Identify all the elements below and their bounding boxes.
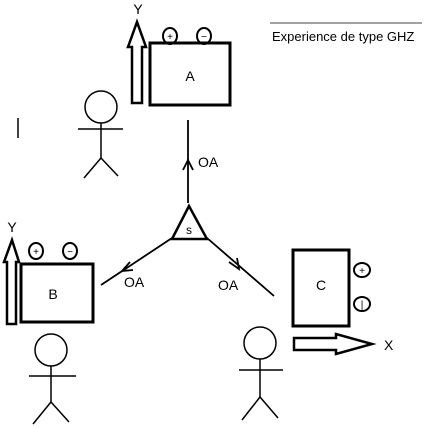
box-c: [291, 248, 351, 328]
box-c-label: C: [316, 277, 326, 293]
path-label: OA: [218, 277, 239, 293]
svg-text:−: −: [201, 32, 207, 43]
path-to-a: OA: [182, 120, 219, 203]
person-b: [29, 333, 76, 425]
axis-label: X: [384, 337, 394, 353]
svg-text:+: +: [167, 32, 173, 43]
arrowhead: [228, 257, 241, 271]
box-a-label: A: [185, 68, 195, 84]
box-b: [19, 262, 95, 324]
terminal-plus: [162, 27, 178, 45]
diagram-title: Experience de type GHZ: [272, 29, 414, 44]
terminal-bar: [353, 296, 371, 312]
axis-label: Y: [7, 219, 17, 235]
person-a: [78, 90, 123, 179]
terminal-minus: [196, 27, 212, 45]
axis-arrow-right: [292, 332, 377, 356]
arrowhead: [119, 261, 134, 273]
axis-arrow-up: [2, 236, 21, 326]
terminal-minus: [62, 242, 78, 260]
path-to-c: OA: [206, 237, 275, 297]
detector-a: A + − Y: [126, 1, 232, 107]
source-label: s: [186, 223, 192, 237]
svg-text:−: −: [67, 247, 73, 258]
path-to-b: OA: [100, 237, 173, 290]
person-c: [239, 326, 283, 421]
path-label: OA: [198, 154, 219, 170]
svg-text:+: +: [359, 266, 365, 277]
box-b-label: B: [48, 286, 57, 302]
detector-b: B + − Y: [2, 219, 95, 326]
terminal-plus: [353, 262, 371, 278]
box-a: [148, 41, 232, 107]
axis-arrow-up: [126, 18, 148, 105]
source-triangle: [169, 203, 210, 241]
svg-text:|: |: [361, 300, 364, 311]
arrowhead: [182, 157, 194, 171]
path-label: OA: [124, 274, 145, 290]
source: s: [169, 203, 210, 241]
detector-c: C + | X: [291, 248, 394, 356]
svg-text:+: +: [33, 247, 39, 258]
axis-label: Y: [133, 1, 143, 17]
terminal-plus: [28, 242, 44, 260]
